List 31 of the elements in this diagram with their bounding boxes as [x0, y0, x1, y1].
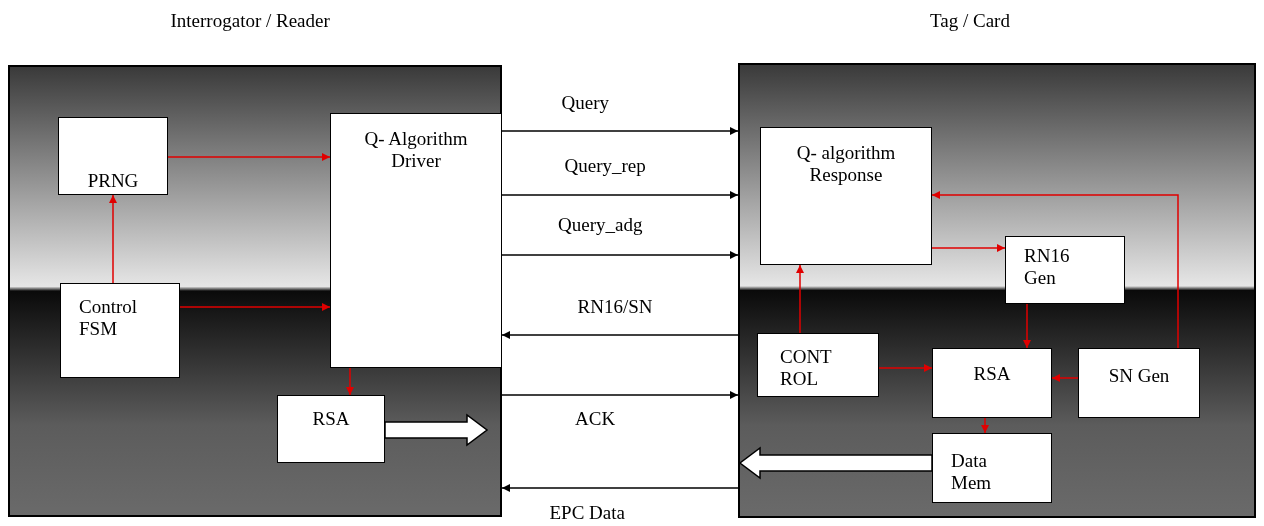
arrow: [109, 194, 117, 284]
process-box: RSA: [277, 395, 385, 463]
arrow: [167, 153, 331, 161]
arrow: [501, 191, 739, 199]
arrow: [501, 391, 739, 399]
process-box: Data Mem: [932, 433, 1052, 503]
process-box: CONT ROL: [757, 333, 879, 397]
arrow: [981, 417, 989, 434]
arrow: [878, 364, 933, 372]
panel-heading: Interrogator / Reader: [170, 10, 330, 32]
arrow: [346, 367, 354, 396]
process-box: Q- algorithm Response: [760, 127, 932, 265]
arrow: [1023, 303, 1031, 349]
block-arrow: [738, 446, 933, 480]
arrow: [1051, 374, 1079, 382]
arrow: [931, 244, 1006, 252]
arrow: [501, 484, 739, 492]
arrow: [796, 264, 804, 334]
arrow: [931, 191, 1179, 349]
process-box: RSA: [932, 348, 1052, 418]
panel-heading: Tag / Card: [930, 10, 1010, 32]
process-box: Control FSM: [60, 283, 180, 378]
process-box: PRNG: [58, 117, 168, 195]
arrow: [501, 331, 739, 339]
arrow: [501, 127, 739, 135]
arrow: [179, 303, 331, 311]
arrow: [501, 251, 739, 259]
block-arrow: [384, 413, 489, 447]
process-box: RN16 Gen: [1005, 236, 1125, 304]
process-box: SN Gen: [1078, 348, 1200, 418]
process-box: Q- Algorithm Driver: [330, 113, 502, 368]
